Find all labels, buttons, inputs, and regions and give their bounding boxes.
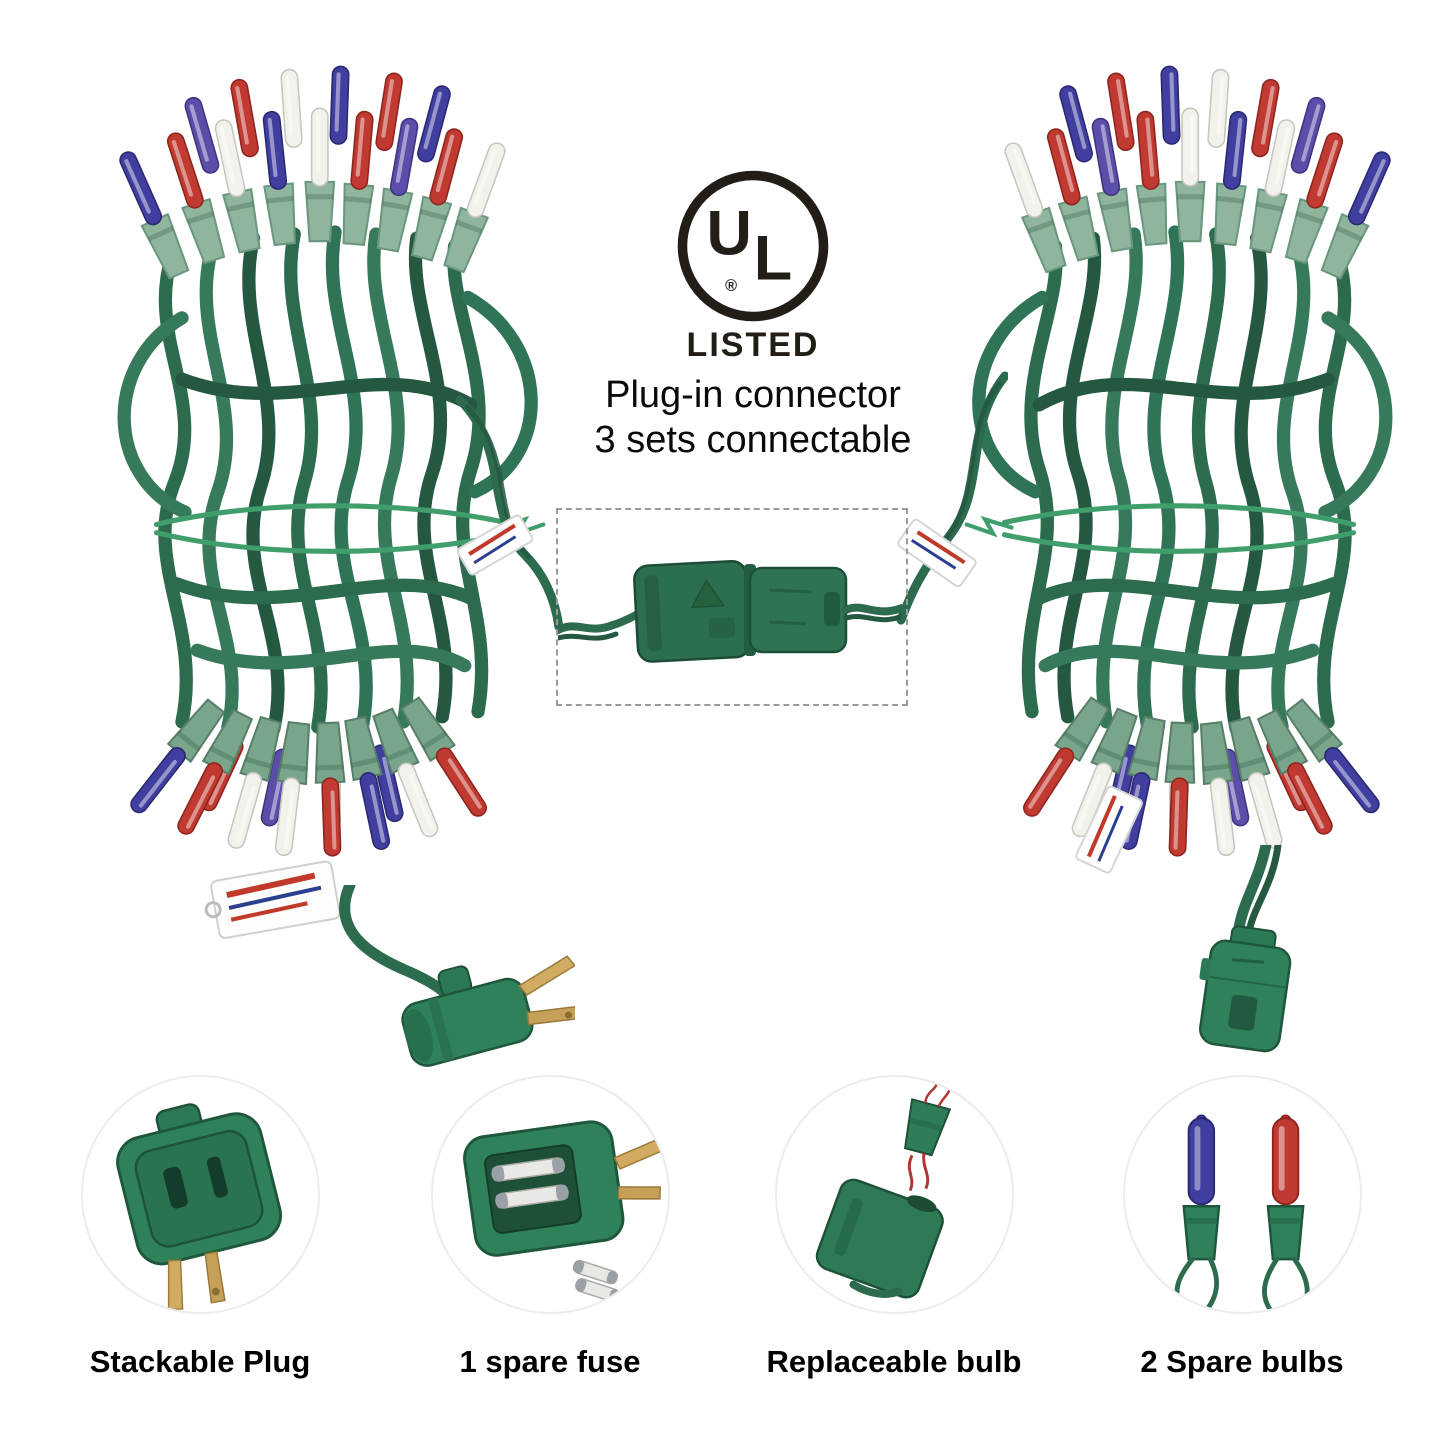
replaceable-bulb-photo [774,1075,1014,1314]
ul-registered-mark: ® [725,277,737,295]
feature-label-stackable-plug: Stackable Plug [89,1344,311,1379]
spare-fuse-photo [430,1075,670,1314]
female-connector-on-cord-icon [1199,845,1292,1053]
ul-letter-l: L [754,223,792,293]
plug-in-connector-icon [558,559,902,663]
feature-stackable-plug: Stackable Plug [50,1075,350,1380]
right-light-bundle-photo [935,52,1425,952]
right-bundle-label-tag [1075,785,1143,874]
center-text-block: LISTED Plug-in connector 3 sets connecta… [478,326,1028,463]
connector-detail-box [556,508,908,706]
spare-bulbs-icon [1174,1114,1310,1312]
feature-spare-bulbs: 2 Spare bulbs [1092,1075,1392,1380]
feature-label-replaceable-bulb: Replaceable bulb [766,1344,1022,1379]
right-connecting-wire [896,371,1008,625]
stackable-plug-on-cord-icon [339,885,575,1067]
listed-label: LISTED [686,326,820,364]
ul-listed-badge: U L ® [677,170,829,322]
ul-letter-u: U [706,199,751,269]
callout-line-2: 3 sets connectable [594,419,912,461]
spare-bulbs-photo [1122,1075,1362,1314]
callout-line-1: Plug-in connector [605,374,901,416]
feature-label-spare-bulbs: 2 Spare bulbs [1140,1344,1344,1379]
ul-circle [677,170,829,322]
stackable-plug-photo [80,1075,320,1314]
fuse-plug-icon [462,1120,662,1303]
feature-spare-fuse: 1 spare fuse [400,1075,700,1380]
replaceable-bulb-icon [815,1081,951,1299]
feature-label-spare-fuse: 1 spare fuse [459,1344,641,1379]
stackable-plug-icon [115,1103,282,1311]
left-bundle-label-tag [204,860,341,939]
left-connecting-wire [455,395,564,632]
feature-replaceable-bulb: Replaceable bulb [744,1075,1044,1380]
